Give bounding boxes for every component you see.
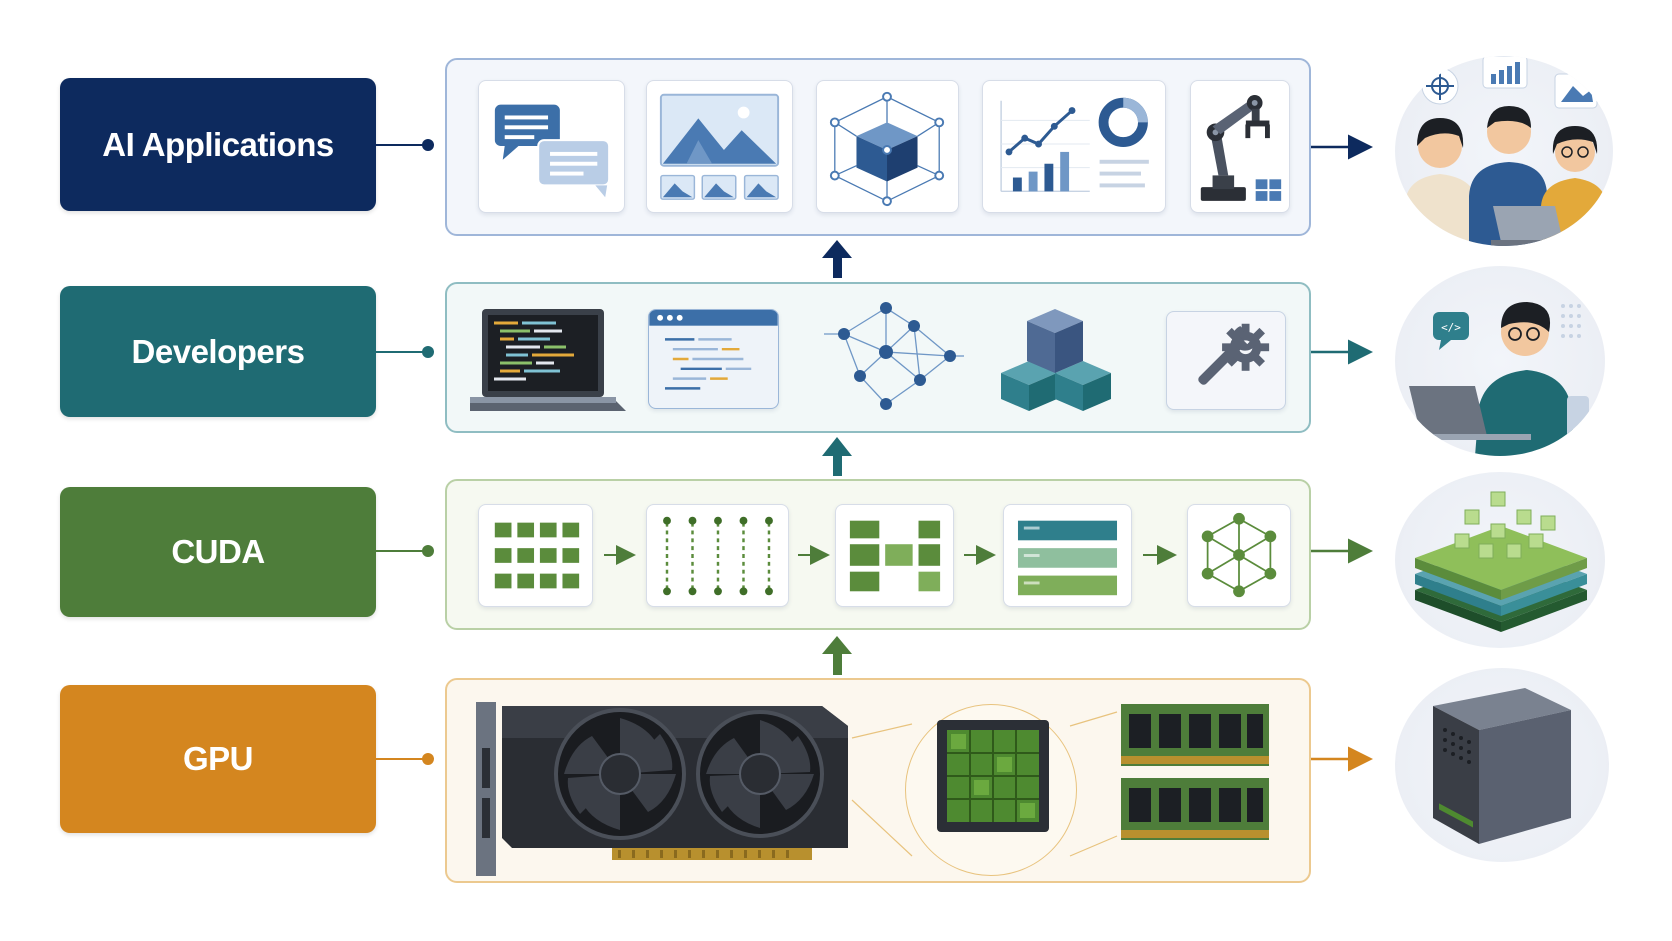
memory-bars-icon bbox=[1003, 504, 1132, 607]
layer-label-text: Developers bbox=[131, 332, 305, 370]
up-arrow-cuda-to-dev bbox=[822, 437, 852, 476]
gpu-chip-icon bbox=[937, 720, 1049, 832]
connector-dot-dev bbox=[422, 346, 434, 358]
server-illustration bbox=[1395, 668, 1609, 862]
cuda-layers-illustration bbox=[1395, 472, 1605, 648]
wrench-gear-icon bbox=[1166, 311, 1286, 410]
layer-label-developers: Developers bbox=[60, 286, 376, 417]
up-arrow-gpu-to-cuda bbox=[822, 636, 852, 675]
connector-dot-ai bbox=[422, 139, 434, 151]
svg-text:</>: </> bbox=[1441, 321, 1461, 334]
laptop-code-icon bbox=[470, 305, 626, 415]
neural-network-icon bbox=[824, 300, 964, 412]
code-editor-icon bbox=[648, 309, 779, 409]
developer-illustration: </> bbox=[1395, 266, 1605, 456]
layer-label-text: CUDA bbox=[171, 533, 265, 570]
connector-dot-gpu bbox=[422, 753, 434, 765]
layer-label-text: AI Applications bbox=[102, 125, 334, 163]
up-arrow-dev-to-ai bbox=[822, 240, 852, 278]
grid-blocks-icon bbox=[478, 504, 593, 607]
hexagon-network-icon bbox=[1187, 504, 1291, 607]
robotic-arm-icon bbox=[1190, 80, 1290, 213]
layer-label-ai-applications: AI Applications bbox=[60, 78, 376, 211]
3d-cube-network-icon bbox=[816, 80, 959, 213]
chat-icon bbox=[478, 80, 625, 213]
analytics-chart-icon bbox=[982, 80, 1166, 213]
graphics-card-icon bbox=[472, 698, 852, 878]
users-team-illustration bbox=[1395, 56, 1613, 246]
layer-label-text: GPU bbox=[182, 740, 254, 777]
memory-modules-icon bbox=[1117, 700, 1273, 844]
layer-label-gpu: GPU bbox=[60, 685, 376, 833]
stacked-blocks-icon bbox=[995, 303, 1117, 415]
connector-dot-cuda bbox=[422, 545, 434, 557]
image-gallery-icon bbox=[646, 80, 793, 213]
parallel-threads-icon bbox=[646, 504, 789, 607]
layer-label-cuda: CUDA bbox=[60, 487, 376, 617]
kernel-blocks-icon bbox=[835, 504, 954, 607]
